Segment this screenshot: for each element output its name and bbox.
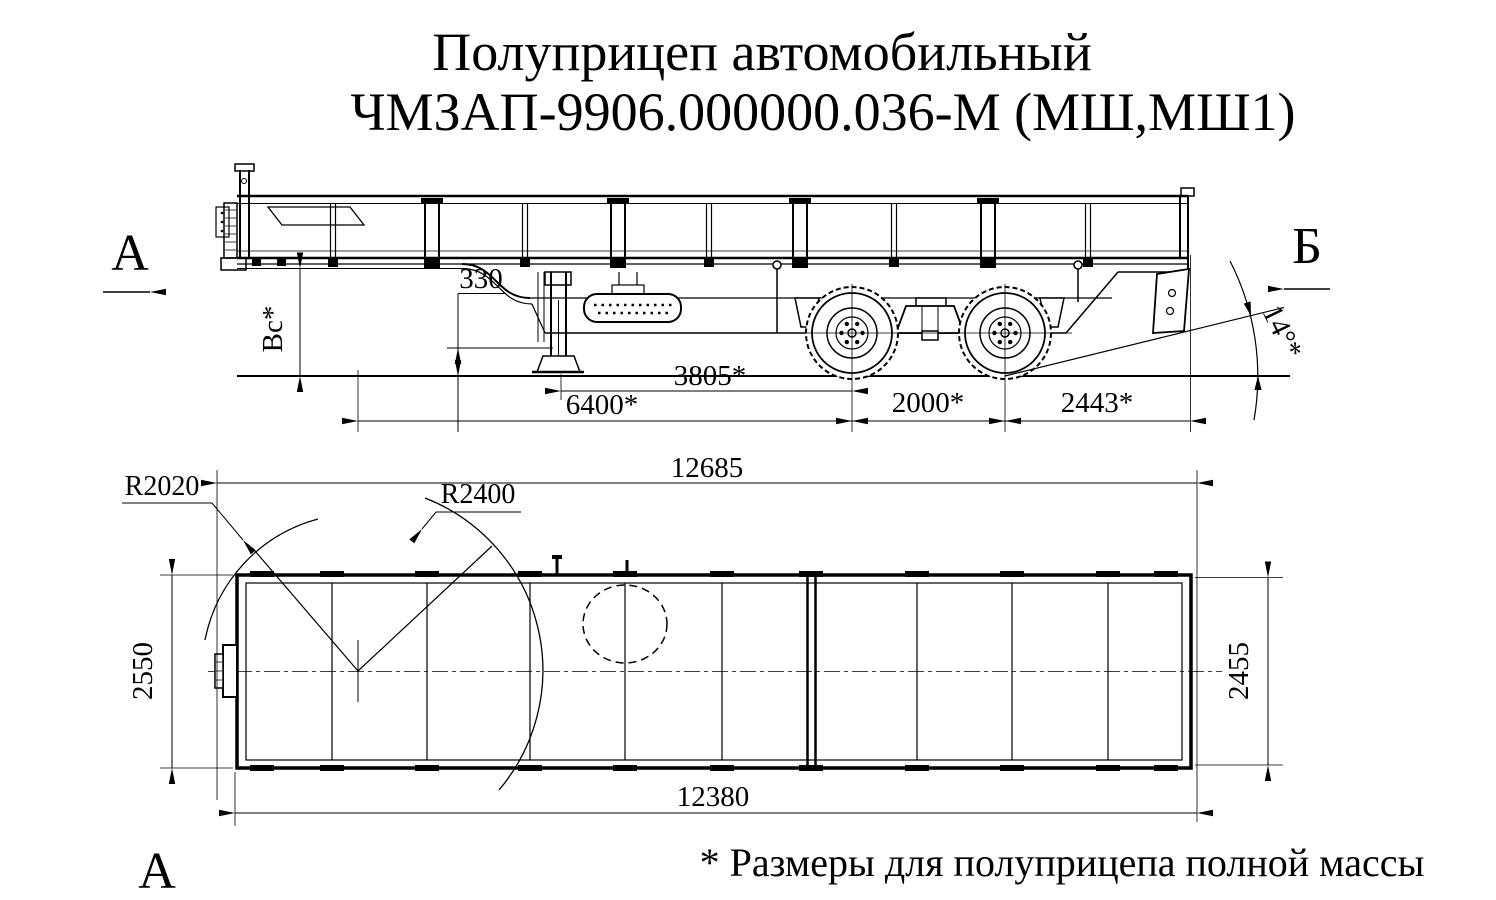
front-swing-arc: [204, 518, 319, 641]
rear-flap: [1152, 267, 1190, 334]
footnote: * Размеры для полуприцепа полной массы: [700, 840, 1425, 885]
svg-text:12685: 12685: [671, 452, 744, 484]
title-line-1: Полуприцеп автомобильный: [432, 22, 1091, 82]
hatch-circle: [582, 584, 668, 664]
svg-text:6400*: 6400*: [566, 389, 639, 421]
svg-text:R2020: R2020: [125, 471, 200, 502]
section-marker-rear: Б: [1268, 218, 1330, 293]
label-front-swing-radius: R2020: [122, 471, 256, 555]
dim-loading-height: Вс*: [257, 252, 304, 392]
dim-support-leg-to-bogie: 3805*: [545, 360, 868, 395]
svg-text:3805*: 3805*: [674, 360, 747, 392]
svg-text:А: А: [111, 225, 149, 282]
dim-platform-width: 2455: [1195, 561, 1283, 781]
svg-text:Вс*: Вс*: [257, 306, 289, 353]
dim-overall-length: 12685: [201, 452, 1213, 487]
svg-text:Б: Б: [1292, 218, 1322, 275]
section-marker-front: А: [103, 225, 166, 296]
svg-text:2550: 2550: [127, 642, 159, 700]
svg-text:14°*: 14°*: [1256, 300, 1309, 364]
svg-text:2000*: 2000*: [892, 387, 965, 419]
svg-text:2455: 2455: [1223, 642, 1255, 700]
dim-axle-spacing: 2000*: [836, 387, 1021, 425]
side-view: 3805* 6400* 2000* 2443* Вс* 330: [103, 163, 1330, 432]
dim-platform-length: 12380: [219, 781, 1213, 817]
plan-view-label: А: [138, 843, 176, 900]
dim-rear-overhang: 2443*: [989, 387, 1206, 425]
svg-text:330: 330: [459, 263, 503, 295]
dim-overall-width: 2550: [127, 559, 233, 784]
svg-text:R2400: R2400: [441, 479, 516, 510]
spare-wheel: [583, 272, 682, 323]
dim-ground-clearance: 330: [447, 263, 553, 432]
front-coupling: [222, 644, 238, 698]
svg-text:12380: 12380: [677, 781, 750, 813]
svg-text:2443*: 2443*: [1061, 387, 1134, 419]
ramp-board: [266, 206, 366, 226]
label-rear-swing-radius: R2400: [409, 479, 521, 544]
dim-kingpin-to-bogie: 6400*: [342, 389, 868, 425]
title-block: Полуприцеп автомобильный ЧМЗАП-9906.0000…: [350, 22, 1295, 142]
title-line-2: ЧМЗАП-9906.000000.036-М (МШ,МШ1): [350, 82, 1295, 142]
rear-swing-arc: [424, 497, 544, 791]
landing-gear: [532, 271, 584, 374]
top-view: R2020 R2400 12685 12380 2550: [122, 452, 1283, 826]
